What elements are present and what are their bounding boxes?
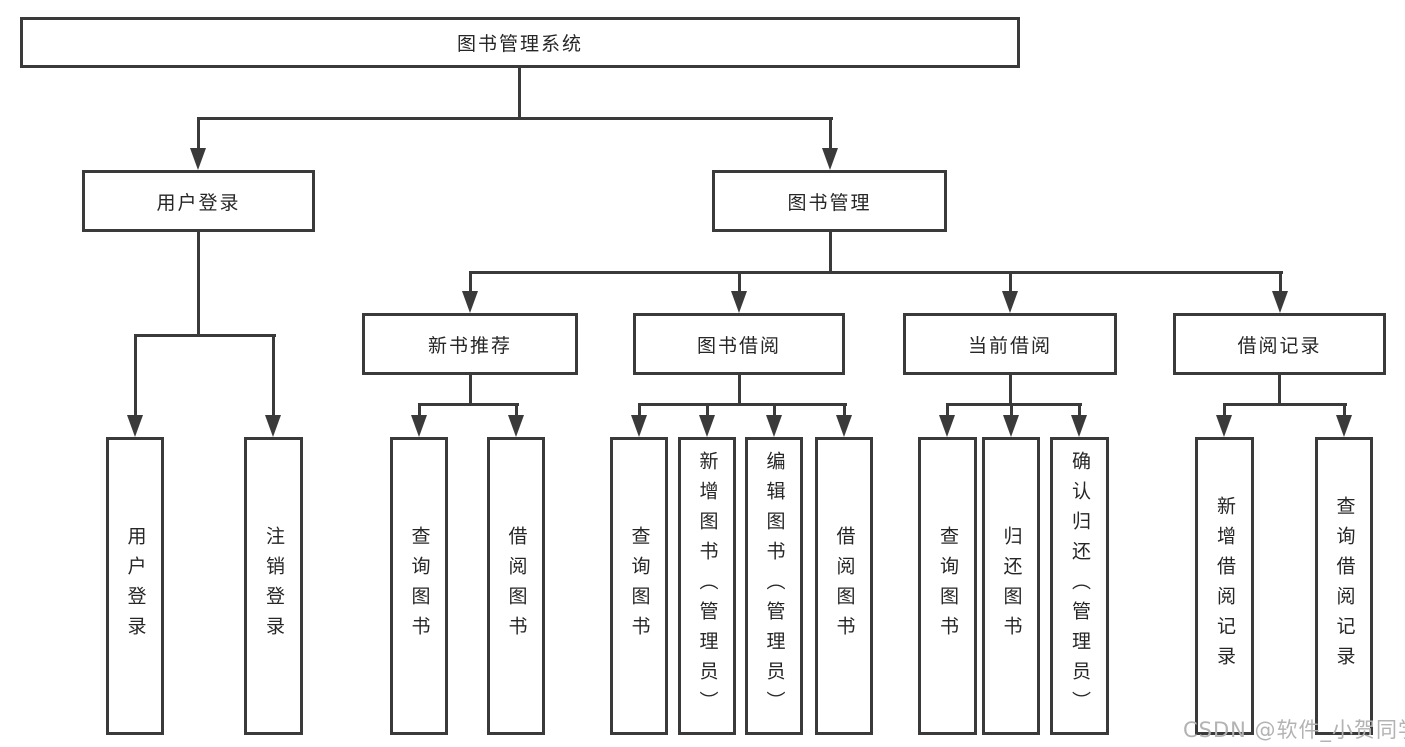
csdn-watermark: CSDN @软件_小贺同学 (1183, 718, 1405, 742)
arrow-down-icon (508, 415, 524, 437)
connector-line (1010, 403, 1013, 417)
leaf-query-books-3: 查询图书 (918, 437, 977, 735)
leaf-add-borrow-record-label: 新增借阅记录 (1214, 496, 1236, 676)
leaf-edit-books-admin-label: 编辑图书（管理员） (763, 451, 786, 721)
connector-line (738, 271, 741, 293)
leaf-logout: 注销登录 (244, 437, 303, 735)
arrow-down-icon (1216, 415, 1232, 437)
arrow-down-icon (265, 415, 281, 437)
connector-line (638, 403, 847, 406)
arrow-down-icon (631, 415, 647, 437)
node-new-book-recommendation: 新书推荐 (362, 313, 578, 375)
arrow-down-icon (1003, 415, 1019, 437)
connector-line (1279, 271, 1282, 293)
connector-line (197, 232, 200, 336)
connector-line (515, 403, 518, 417)
connector-line (197, 117, 200, 150)
leaf-query-books-2-label: 查询图书 (628, 526, 651, 646)
leaf-query-books-1: 查询图书 (390, 437, 448, 735)
connector-line (1009, 271, 1012, 293)
connector-line (706, 403, 709, 417)
connector-line (134, 334, 276, 337)
node-book-management-label: 图书管理 (787, 191, 872, 214)
leaf-query-borrow-record: 查询借阅记录 (1315, 437, 1373, 735)
arrow-down-icon (1336, 415, 1352, 437)
node-book-borrowing: 图书借阅 (633, 313, 845, 375)
leaf-add-books-admin-label: 新增图书（管理员） (696, 451, 719, 721)
connector-line (1343, 403, 1346, 417)
arrow-down-icon (1071, 415, 1087, 437)
arrow-down-icon (1272, 291, 1288, 313)
node-current-borrowing-label: 当前借阅 (967, 334, 1052, 357)
arrow-down-icon (127, 415, 143, 437)
arrow-down-icon (699, 415, 715, 437)
connector-line (946, 403, 1082, 406)
leaf-user-login-label: 用户登录 (124, 526, 147, 646)
node-current-borrowing: 当前借阅 (903, 313, 1117, 375)
node-user-login: 用户登录 (82, 170, 315, 232)
leaf-edit-books-admin: 编辑图书（管理员） (745, 437, 803, 735)
node-user-login-label: 用户登录 (156, 191, 241, 214)
arrow-down-icon (462, 291, 478, 313)
node-library-management-system-label: 图书管理系统 (456, 33, 583, 55)
leaf-borrow-books-2: 借阅图书 (815, 437, 873, 735)
arrow-down-icon (822, 148, 838, 170)
arrow-down-icon (836, 415, 852, 437)
leaf-query-books-2: 查询图书 (610, 437, 668, 735)
leaf-confirm-return-admin: 确认归还（管理员） (1050, 437, 1109, 735)
connector-line (829, 117, 832, 150)
connector-line (134, 334, 137, 417)
arrow-down-icon (1002, 291, 1018, 313)
connector-line (272, 334, 275, 417)
leaf-confirm-return-admin-label: 确认归还（管理员） (1069, 451, 1091, 721)
connector-line (518, 67, 521, 119)
node-book-management: 图书管理 (712, 170, 947, 232)
connector-line (197, 117, 833, 120)
connector-line (843, 403, 846, 417)
connector-line (469, 271, 1283, 274)
connector-line (469, 375, 472, 406)
connector-line (1223, 403, 1226, 417)
leaf-return-books: 归还图书 (982, 437, 1040, 735)
leaf-query-borrow-record-label: 查询借阅记录 (1333, 496, 1356, 676)
leaf-return-books-label: 归还图书 (1000, 526, 1023, 646)
connector-line (1278, 375, 1281, 406)
arrow-down-icon (939, 415, 955, 437)
node-library-management-system: 图书管理系统 (20, 17, 1020, 68)
node-borrowing-records-label: 借阅记录 (1237, 334, 1322, 357)
leaf-add-books-admin: 新增图书（管理员） (678, 437, 736, 735)
connector-line (469, 271, 472, 293)
connector-line (418, 403, 519, 406)
leaf-borrow-books-1-label: 借阅图书 (505, 526, 528, 646)
leaf-logout-label: 注销登录 (263, 526, 285, 646)
leaf-borrow-books-2-label: 借阅图书 (833, 526, 856, 646)
node-book-borrowing-label: 图书借阅 (696, 334, 781, 357)
leaf-borrow-books-1: 借阅图书 (487, 437, 545, 735)
arrow-down-icon (190, 148, 206, 170)
leaf-user-login: 用户登录 (106, 437, 164, 735)
arrow-down-icon (731, 291, 747, 313)
connector-line (638, 403, 641, 417)
connector-line (738, 375, 741, 406)
connector-line (1009, 375, 1012, 406)
connector-line (1223, 403, 1347, 406)
connector-line (946, 403, 949, 417)
leaf-query-books-1-label: 查询图书 (408, 526, 431, 646)
node-borrowing-records: 借阅记录 (1173, 313, 1386, 375)
arrow-down-icon (411, 415, 427, 437)
connector-line (773, 403, 776, 417)
connector-line (418, 403, 421, 417)
arrow-down-icon (766, 415, 782, 437)
node-new-book-recommendation-label: 新书推荐 (427, 334, 512, 357)
leaf-query-books-3-label: 查询图书 (937, 526, 959, 646)
connector-line (1078, 403, 1081, 417)
leaf-add-borrow-record: 新增借阅记录 (1195, 437, 1254, 735)
connector-line (829, 232, 832, 274)
